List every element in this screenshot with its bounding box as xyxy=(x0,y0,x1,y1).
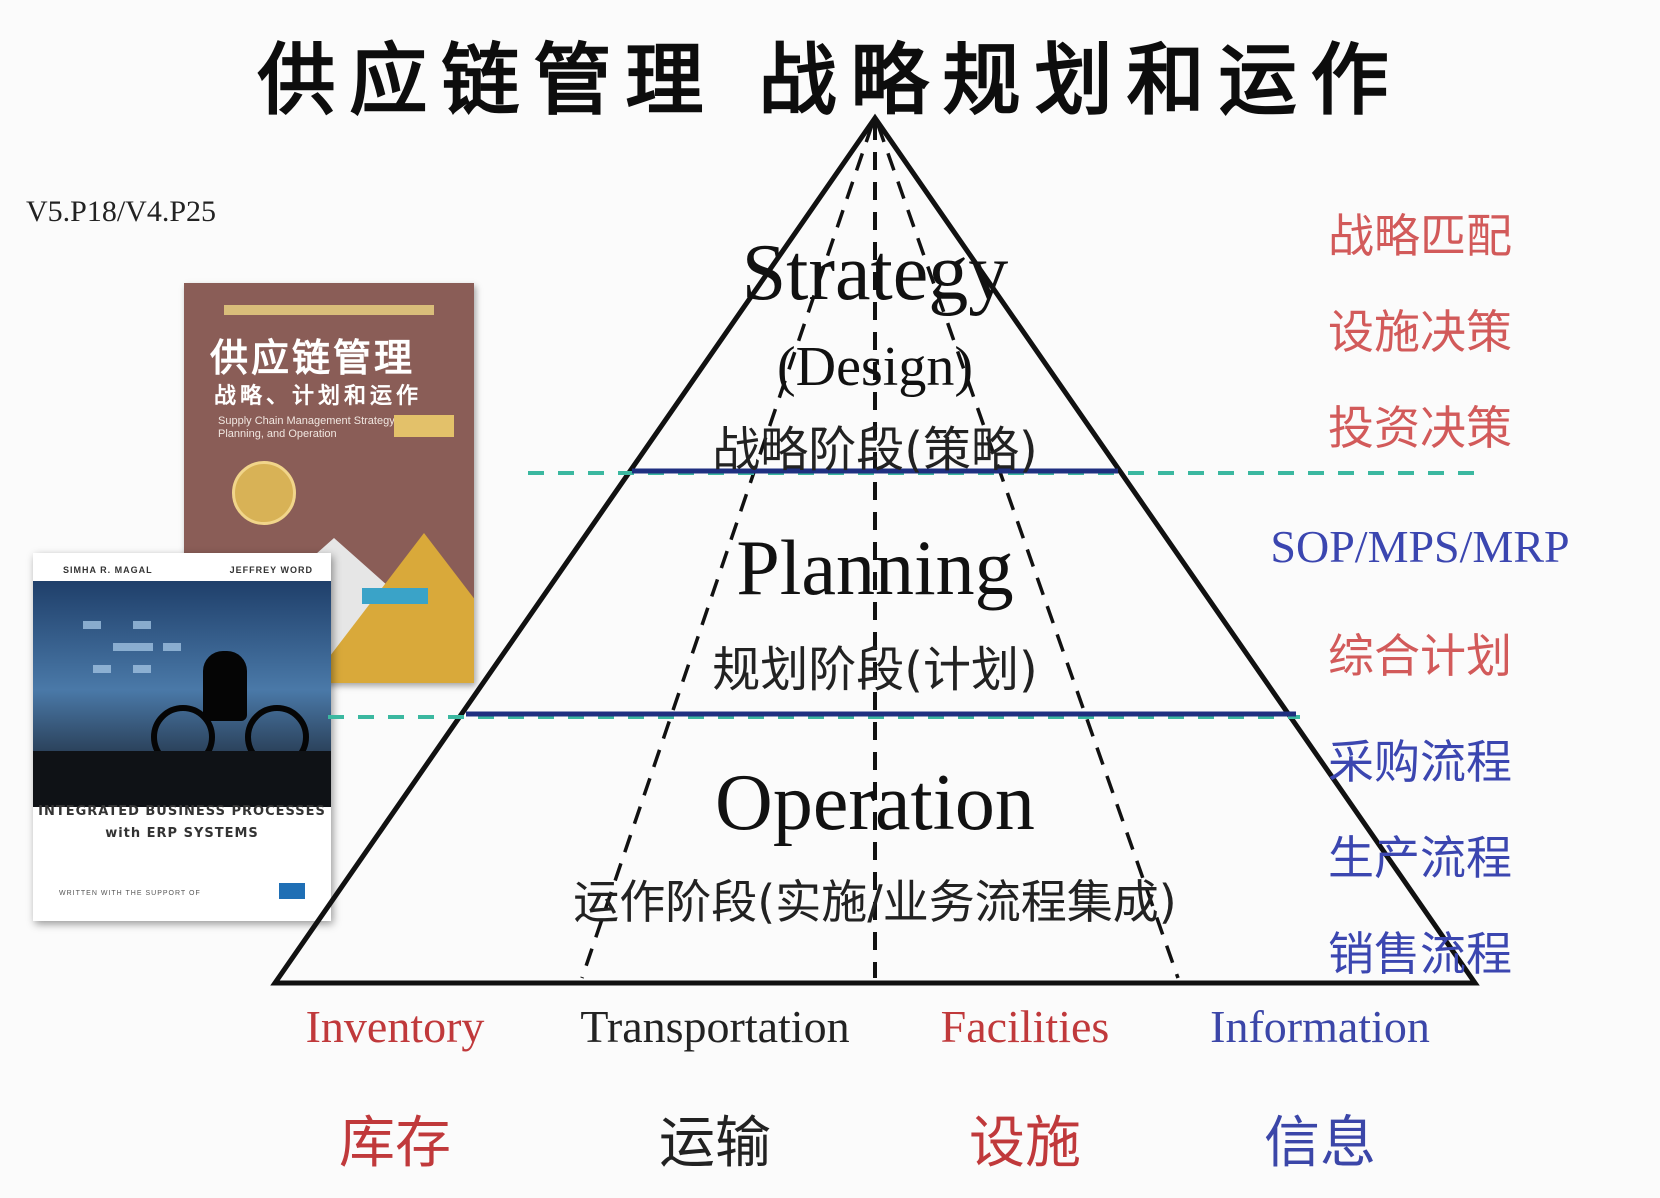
sap-logo xyxy=(279,883,305,899)
cyclist-silhouette xyxy=(203,651,247,721)
page-reference: V5.P18/V4.P25 xyxy=(26,195,217,228)
book1-subtitle: 战略、计划和运作 xyxy=(214,383,423,409)
planning-label: Planning xyxy=(736,524,1014,611)
driver-inventory-zh: 库存 xyxy=(339,1111,451,1176)
driver-facilities: Facilities xyxy=(940,1001,1110,1052)
edition-badge xyxy=(232,461,296,525)
operation-stage-zh: 运作阶段(实施/业务流程集成) xyxy=(573,875,1177,929)
planning-stage-zh: 规划阶段(计划) xyxy=(712,642,1038,698)
process-box xyxy=(83,621,101,629)
book2-title: INTEGRATED BUSINESS PROCESSES with ERP S… xyxy=(38,804,326,841)
process-box xyxy=(113,643,153,651)
side-label-strategic-fit: 战略匹配 xyxy=(1328,209,1512,263)
side-label-production: 生产流程 xyxy=(1328,831,1512,885)
side-label-facility-decision: 设施决策 xyxy=(1328,305,1512,359)
pyramid-outline xyxy=(270,113,1480,986)
driver-facilities-zh: 设施 xyxy=(969,1111,1081,1176)
book2-author1: SIMHA R. MAGAL xyxy=(63,565,153,575)
book1-title: 供应链管理 xyxy=(210,335,416,380)
edition-label xyxy=(394,415,454,437)
side-label-sales: 销售流程 xyxy=(1328,927,1512,981)
book-cover-erp: SIMHA R. MAGAL JEFFREY WORD INTEGRATED B… xyxy=(33,553,331,921)
side-label-investment-decision: 投资决策 xyxy=(1328,401,1512,455)
process-box xyxy=(133,621,151,629)
right-dashed-line xyxy=(876,124,1180,979)
book2-footer: WRITTEN WITH THE SUPPORT OF xyxy=(59,890,201,897)
process-box xyxy=(133,665,151,673)
side-label-purchasing: 采购流程 xyxy=(1328,735,1512,789)
strategy-label: Strategy xyxy=(741,229,1009,317)
driver-information-zh: 信息 xyxy=(1264,1111,1376,1176)
book2-authors: SIMHA R. MAGAL JEFFREY WORD xyxy=(63,565,313,575)
cover-band xyxy=(224,305,434,315)
ground xyxy=(33,751,331,807)
driver-information: Information xyxy=(1210,1001,1430,1052)
operation-label: Operation xyxy=(715,759,1035,847)
publisher-logo xyxy=(362,588,428,604)
design-label: (Design) xyxy=(777,336,973,398)
driver-transportation-zh: 运输 xyxy=(659,1111,771,1176)
left-dashed-line xyxy=(580,124,874,979)
side-label-sop-mps-mrp: SOP/MPS/MRP xyxy=(1270,521,1570,572)
process-box xyxy=(93,665,111,673)
process-box xyxy=(163,643,181,651)
cyclist-photo xyxy=(33,581,331,807)
slide-title: 供应链管理 战略规划和运作 xyxy=(257,36,1403,126)
driver-inventory: Inventory xyxy=(305,1001,485,1052)
book2-author2: JEFFREY WORD xyxy=(229,565,313,575)
strategy-stage-zh: 战略阶段(策略) xyxy=(712,422,1038,478)
book1-subtitle-en: Supply Chain Management Strategy, Planni… xyxy=(218,415,397,440)
driver-transportation: Transportation xyxy=(580,1001,850,1052)
side-label-aggregate-plan: 综合计划 xyxy=(1328,629,1512,683)
